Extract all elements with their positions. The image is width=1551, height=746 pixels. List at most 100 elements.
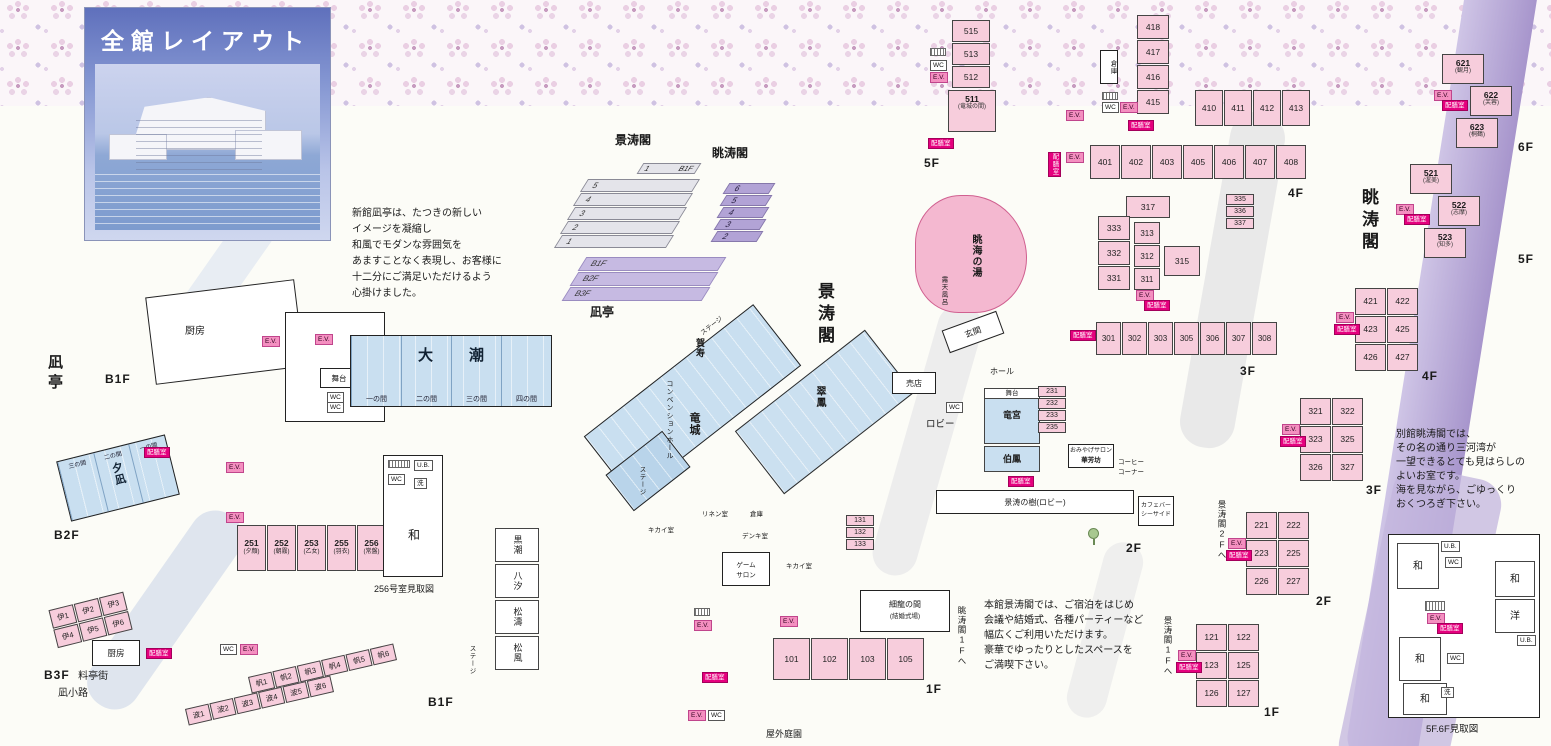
room-cell: 帆4 <box>321 654 349 677</box>
hall-name-suiho: 翠鳳 <box>814 386 825 408</box>
haizen-marker: 配膳室 <box>1442 100 1468 111</box>
room-cell: 417 <box>1137 40 1169 64</box>
illustration-building-wing <box>234 130 302 161</box>
room-number: 256 <box>364 538 379 548</box>
room-cell: 411 <box>1224 90 1252 126</box>
nagitei-b1f-kitchen-block <box>145 279 305 385</box>
room-name: (夕顔) <box>243 549 260 555</box>
wc-marker: WC <box>1447 653 1464 664</box>
tree-icon <box>1088 528 1099 539</box>
room-cell: 312 <box>1134 245 1160 267</box>
iso-nagi-label: 凪亭 <box>590 305 615 319</box>
hall-subroom-label: 一の間 <box>351 336 401 406</box>
choto-5f6f-detail-plan: 和 U.B. WC 和 洋 U.B. E.V. 配膳室 和 WC 和 洗 <box>1388 534 1540 718</box>
room-cell: 621 (観月) <box>1442 54 1484 84</box>
wc-marker: WC <box>930 60 947 71</box>
stairs-icon <box>1425 601 1445 611</box>
machine-room-label: キカイ室 <box>648 527 674 534</box>
iso-floor-slab: B2F <box>569 272 719 286</box>
room-cell: 306 <box>1200 322 1225 355</box>
choto-5f-rooms: 521 (渥美) 522 (志摩) 523 (知多) <box>1410 164 1480 258</box>
iso-floor-slab: 2 <box>710 231 764 242</box>
street-name-2: 凪小路 <box>58 688 88 699</box>
iso-floor-slab: 3 <box>713 219 767 230</box>
room-cell: 305 <box>1174 322 1199 355</box>
room-cell: 131 <box>846 515 874 526</box>
room-cell: 513 <box>952 43 990 65</box>
link-to-keito-2f: 景涛閣2Fへ <box>1217 500 1227 560</box>
haizen-marker: 配膳室 <box>1404 214 1430 225</box>
room-cell: 512 <box>952 66 990 88</box>
room-number: 622 <box>1483 90 1499 100</box>
room-315: 315 <box>1164 246 1200 276</box>
intro-line: イメージを凝縮し <box>352 224 432 235</box>
note-line: 海を見ながら、ごゆっくり <box>1396 485 1516 496</box>
ev-marker: E.V. <box>1282 424 1300 435</box>
room-cell: 103 <box>849 638 886 680</box>
wedding-hall-name: 細龍の間 <box>889 600 921 609</box>
iso-top-floor-1: 1 <box>642 164 652 173</box>
keitokaku-building-label: 景涛閣 <box>815 282 834 348</box>
haizen-marker: 配膳室 <box>1226 550 1252 561</box>
hotel-illustration <box>95 64 320 230</box>
ev-marker: E.V. <box>315 334 333 345</box>
room-cell: 303 <box>1148 322 1173 355</box>
room-cell: 波4 <box>258 686 286 709</box>
nagitei-b1f-banquet-hall: 大潮 一の間二の間三の間四の間 <box>350 335 552 407</box>
floor-label-b3f: B3F <box>44 668 70 682</box>
gift-salon-name: 華芳坊 <box>1081 457 1101 464</box>
note-line: ご満喫下さい。 <box>984 660 1054 671</box>
room-number: 523 <box>1437 232 1453 242</box>
nagitei-b3f-kitchen: 厨房 <box>92 640 140 666</box>
room-cell: 101 <box>773 638 810 680</box>
floor-label-choto-3f: 3F <box>1366 483 1383 497</box>
floor-label-choto-5f: 5F <box>1518 252 1535 266</box>
room-cell: 255 (羽衣) <box>327 525 356 571</box>
room-cell: 黒潮 <box>495 528 539 562</box>
room-cell: 帆5 <box>345 649 373 672</box>
room-cell: 426 <box>1355 344 1386 371</box>
ev-marker: E.V. <box>1120 102 1138 113</box>
ev-marker: E.V. <box>688 710 706 721</box>
hall-subroom-label: 四の間 <box>501 336 551 406</box>
room-cell: 125 <box>1228 652 1259 679</box>
room-256-detail-plan: U.B. WC 洗 和 <box>383 455 443 577</box>
floor-label-keito-5f: 5F <box>924 156 941 170</box>
room-cell: 523 (知多) <box>1424 228 1466 258</box>
ev-marker: E.V. <box>1178 650 1196 661</box>
ev-marker: E.V. <box>1427 613 1445 624</box>
ev-marker: E.V. <box>780 616 798 627</box>
shop-room: 売店 <box>892 372 936 394</box>
ev-marker: E.V. <box>1228 538 1246 549</box>
ev-marker: E.V. <box>1066 152 1084 163</box>
iso-floor-slab: 3 <box>566 207 688 220</box>
page-title: 全館レイアウト <box>101 29 311 54</box>
storage-room: 倉庫 <box>1100 50 1118 84</box>
room-cell: 521 (渥美) <box>1410 164 1452 194</box>
room-cell: 105 <box>887 638 924 680</box>
haizen-marker: 配膳室 <box>1437 623 1463 634</box>
room-cell: 231 <box>1038 386 1066 397</box>
room-cell: 415 <box>1137 90 1169 114</box>
haizen-marker: 配膳室 <box>1176 662 1202 673</box>
room-cell: 422 <box>1387 288 1418 315</box>
tree-lobby-corridor: 景涛の樹(ロビー) <box>936 490 1134 514</box>
stairs-icon <box>930 48 946 56</box>
washitsu-room: 和 <box>1397 543 1439 589</box>
intro-line: 十二分にご満足いただけるよう <box>352 272 492 283</box>
room-number: 251 <box>244 538 259 548</box>
room-number: 253 <box>304 538 319 548</box>
room-cell: 227 <box>1278 568 1309 595</box>
room-cell: 322 <box>1332 398 1363 425</box>
room-cell: 327 <box>1332 454 1363 481</box>
room-cell: 松風 <box>495 636 539 670</box>
hall-subrooms: 一の間二の間三の間四の間 <box>351 336 551 406</box>
gift-salon-room: おみやげサロン 華芳坊 <box>1068 444 1114 468</box>
note-line: 会議や結婚式、各種パーティーなど <box>984 615 1144 626</box>
